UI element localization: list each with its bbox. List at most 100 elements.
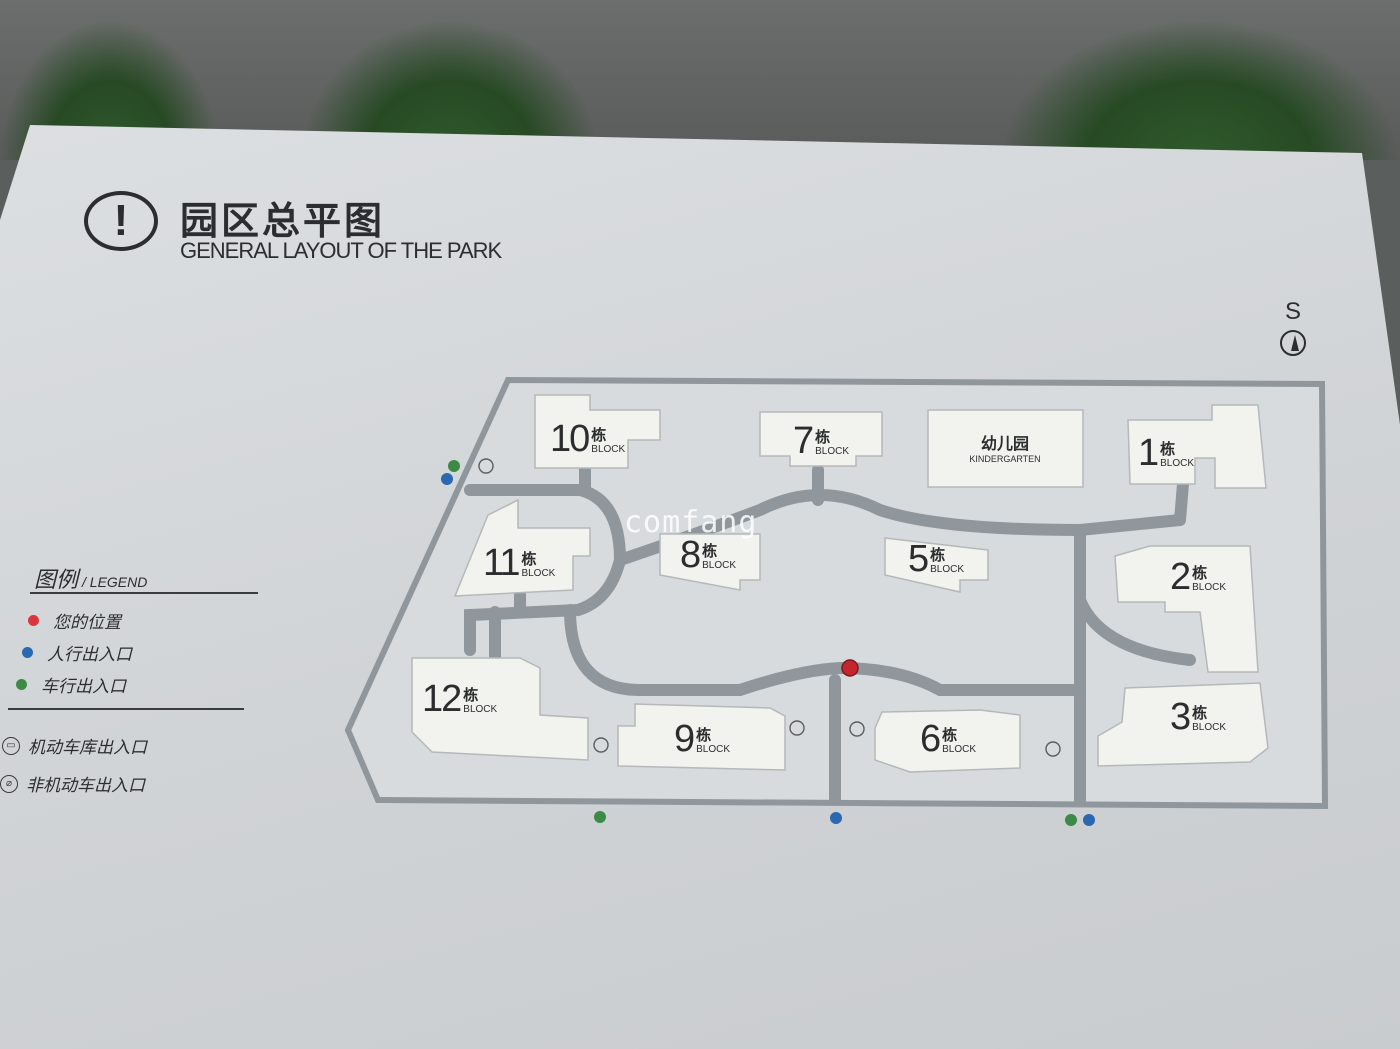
block-number: 10 bbox=[550, 418, 590, 460]
info-icon: ! bbox=[84, 191, 158, 251]
road-south bbox=[564, 604, 1086, 696]
car-icon: ▭ bbox=[2, 736, 20, 755]
vehicle-entrance-dot bbox=[1065, 814, 1077, 826]
bicycle-icon bbox=[789, 720, 805, 736]
north-arrow-icon bbox=[1280, 330, 1306, 356]
block-cn: 栋 bbox=[1160, 441, 1176, 458]
legend-title-cn: 图例 bbox=[34, 567, 79, 592]
car-icon bbox=[593, 737, 609, 753]
entrances bbox=[441, 460, 1095, 826]
block-cn: 栋 bbox=[930, 547, 946, 564]
legend-label: 非机动车出入口 bbox=[26, 776, 145, 795]
page-title-cn: 园区总平图 bbox=[180, 201, 386, 243]
legend-title: 图例/ LEGEND bbox=[34, 562, 147, 594]
building-11 bbox=[453, 498, 591, 597]
compass-direction: S bbox=[1284, 298, 1301, 325]
block-en: BLOCK bbox=[463, 704, 498, 715]
building-3 bbox=[1097, 682, 1269, 767]
block-en: BLOCK bbox=[702, 560, 737, 571]
building-7 bbox=[759, 411, 883, 467]
legend-item-bicycle: ⌀ 非机动车出入口 bbox=[0, 771, 145, 796]
kindergarten-en: KINDERGARTEN bbox=[969, 454, 1041, 464]
block-en: BLOCK bbox=[591, 444, 626, 455]
legend-label: 您的位置 bbox=[53, 613, 121, 632]
building-6 bbox=[874, 709, 1021, 773]
car-icon bbox=[478, 458, 494, 474]
legend-item-vehicle: 车行出入口 bbox=[16, 672, 126, 697]
green-dot-icon bbox=[16, 679, 27, 690]
pedestrian-entrance-dot bbox=[1083, 814, 1095, 826]
blue-dot-icon bbox=[22, 647, 33, 658]
buildings bbox=[411, 394, 1269, 773]
block-en: BLOCK bbox=[930, 564, 965, 575]
you-are-here-marker bbox=[841, 659, 859, 677]
block-number: 12 bbox=[422, 678, 462, 720]
building-10 bbox=[534, 394, 661, 469]
legend-item-pedestrian: 人行出入口 bbox=[22, 640, 132, 665]
block-en: BLOCK bbox=[521, 568, 556, 579]
block-en: BLOCK bbox=[942, 744, 977, 755]
building-12 bbox=[411, 657, 589, 761]
kindergarten-label: 幼儿园 KINDERGARTEN bbox=[940, 430, 1070, 464]
vehicle-entrance-dot bbox=[448, 460, 460, 472]
block-cn: 栋 bbox=[1192, 565, 1208, 582]
plant-right bbox=[1000, 20, 1400, 160]
block-en: BLOCK bbox=[1192, 722, 1227, 733]
block-number: 6 bbox=[920, 718, 941, 760]
block-number: 1 bbox=[1138, 432, 1159, 474]
block-en: BLOCK bbox=[815, 446, 850, 457]
legend-label: 人行出入口 bbox=[47, 645, 132, 664]
road-east-branch bbox=[1074, 594, 1196, 666]
block-cn: 栋 bbox=[463, 687, 479, 704]
block-cn: 栋 bbox=[591, 427, 607, 444]
pedestrian-entrance-dot bbox=[441, 473, 453, 485]
block-number: 11 bbox=[483, 542, 520, 584]
bicycle-icon bbox=[849, 721, 865, 737]
legend-divider-bottom bbox=[8, 708, 244, 710]
block-cn: 栋 bbox=[702, 543, 718, 560]
legend-label: 车行出入口 bbox=[41, 677, 126, 696]
kindergarten-cn: 幼儿园 bbox=[980, 436, 1029, 453]
block-number: 8 bbox=[680, 534, 701, 576]
watermark: comfang bbox=[624, 505, 758, 540]
bicycle-icon: ⌀ bbox=[0, 774, 18, 793]
building-9 bbox=[617, 703, 786, 771]
red-dot-icon bbox=[28, 615, 39, 626]
page-title-en: GENERAL LAYOUT OF THE PARK bbox=[180, 238, 502, 263]
building-kindergarten bbox=[927, 409, 1084, 488]
block-en: BLOCK bbox=[696, 744, 731, 755]
block-number: 7 bbox=[793, 420, 814, 462]
legend-divider-top bbox=[30, 592, 258, 594]
block-cn: 栋 bbox=[1192, 705, 1208, 722]
block-number: 5 bbox=[908, 538, 929, 580]
car-icon bbox=[1045, 741, 1061, 757]
legend-title-en: / LEGEND bbox=[82, 574, 148, 590]
block-cn: 栋 bbox=[815, 429, 831, 446]
block-number: 2 bbox=[1170, 556, 1191, 598]
compass: S bbox=[1276, 298, 1310, 356]
block-number: 3 bbox=[1170, 696, 1191, 738]
block-en: BLOCK bbox=[1192, 582, 1227, 593]
block-cn: 栋 bbox=[696, 727, 712, 744]
vehicle-entrance-dot bbox=[594, 811, 606, 823]
block-en: BLOCK bbox=[1160, 458, 1195, 469]
building-1 bbox=[1127, 404, 1267, 489]
legend-item-garage: ▭ 机动车库出入口 bbox=[2, 733, 147, 758]
block-cn: 栋 bbox=[521, 551, 537, 568]
building-8 bbox=[659, 533, 761, 591]
pedestrian-entrance-dot bbox=[830, 812, 842, 824]
block-cn: 栋 bbox=[942, 727, 958, 744]
block-number: 9 bbox=[674, 718, 695, 760]
